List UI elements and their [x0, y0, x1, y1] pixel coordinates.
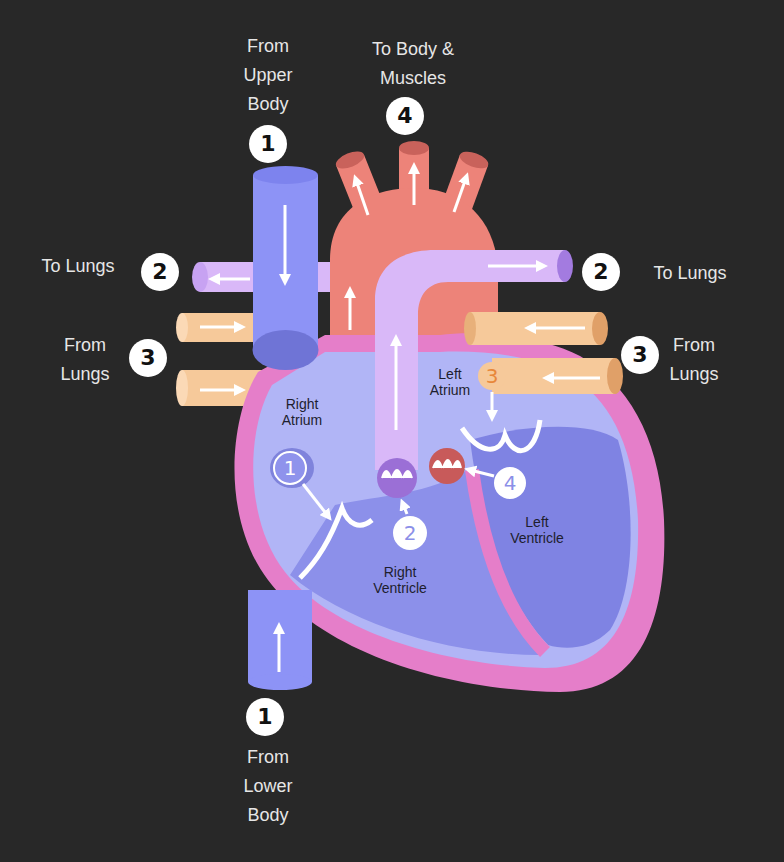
pulmonary-valve [377, 458, 417, 498]
heart-wall [234, 333, 664, 692]
chamber-label: Right Atrium [272, 396, 332, 428]
vein-end [176, 370, 188, 406]
aorta-branch-end [333, 148, 366, 172]
left-ventricle [470, 427, 631, 648]
callout-number: 2 [141, 253, 179, 291]
flow-arrow [200, 389, 240, 392]
callout-number: 3 [478, 362, 506, 390]
vessel-label: From Upper Body [228, 32, 308, 119]
vessel-end [253, 166, 318, 184]
callout-number: 2 [393, 516, 427, 550]
vessel-label: From Lungs [659, 331, 729, 389]
aorta-branch-end [458, 148, 491, 171]
artery-end [192, 262, 208, 292]
valve-cusps [382, 470, 412, 478]
vessel-label: From Lower Body [228, 743, 308, 830]
pulmonary-vein [492, 358, 615, 394]
flow-arrow [403, 504, 407, 514]
flow-arrow [470, 470, 494, 476]
inferior-vena-cava [248, 590, 312, 682]
callout-number: 3 [621, 336, 659, 374]
flow-arrow [278, 628, 281, 672]
flow-arrow [395, 340, 398, 430]
flow-arrow [349, 292, 352, 330]
valve-cusps [433, 460, 461, 468]
vein-end [607, 358, 623, 394]
callout-number: 1 [249, 125, 287, 163]
sinus-opening [270, 448, 314, 488]
callout-number: 1 [246, 698, 284, 736]
flow-arrow [284, 205, 287, 280]
callout-number: 1 [273, 451, 307, 485]
artery-end [557, 250, 573, 282]
flow-arrow [454, 178, 466, 212]
pulmonary-vein [470, 312, 600, 345]
vessel-label: To Body & Muscles [358, 35, 468, 93]
vessel-label: To Lungs [640, 259, 740, 288]
flow-arrow [356, 180, 368, 215]
vein-end [176, 313, 188, 342]
vessel-end [248, 674, 312, 690]
mitral-valve [462, 420, 540, 451]
chamber-label: Left Ventricle [502, 514, 572, 546]
chamber-label: Left Atrium [425, 366, 475, 398]
flow-arrow [491, 392, 494, 416]
vein-end [592, 312, 608, 345]
flow-arrow [548, 377, 600, 380]
callout-number: 3 [129, 339, 167, 377]
callout-number: 4 [494, 467, 526, 499]
flow-arrow [200, 326, 240, 329]
callout-number: 2 [582, 253, 620, 291]
aortic-valve [429, 448, 465, 484]
flow-arrow [530, 327, 585, 330]
vessel-label: From Lungs [50, 331, 120, 389]
vein-end [464, 312, 476, 345]
chamber-label: Right Ventricle [365, 564, 435, 596]
flow-arrow [303, 484, 328, 516]
aorta-branch-end [399, 141, 429, 155]
flow-arrow [488, 265, 542, 268]
vessel-label: To Lungs [28, 252, 128, 281]
tricuspid-valve [300, 508, 372, 578]
flow-arrow [214, 278, 250, 281]
flow-arrow [413, 168, 416, 205]
callout-number: 4 [386, 97, 424, 135]
vessel-opening [253, 330, 319, 370]
superior-vena-cava [253, 175, 318, 350]
